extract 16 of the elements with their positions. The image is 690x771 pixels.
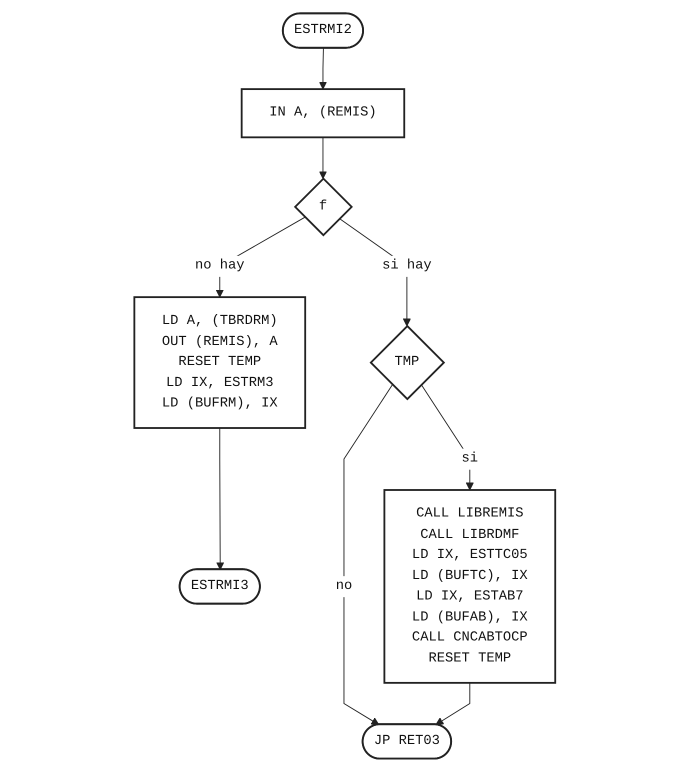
edge-label: no hay [195, 257, 245, 273]
node-box [384, 488, 556, 684]
node-diamond [294, 176, 354, 236]
node-box [134, 296, 306, 428]
arrow [319, 136, 328, 179]
arrow [344, 384, 394, 725]
node-box [240, 88, 406, 138]
edge-label: si [462, 450, 478, 466]
arrow [319, 47, 328, 89]
edge-label: no [336, 577, 352, 594]
arrow [436, 682, 470, 725]
arrow [421, 384, 474, 490]
node-diamond [370, 324, 446, 400]
flowchart: ESTRMI2 IN A, (REMIS) f no hay si hay LD A, (TBRDRM) OUT (REMIS), A RESET TEMP LD IX, ESTRM3 LD (BUFRM), IX TMP si ESTRMI3 no CALL LIBREMIS CALL LIBRDMF LD IX, ESTTC05 LD (BUFTC), IX LD IX, ESTAB7 LD (BUFAB), IX CALL CNCABTOCP RESET TEMP JP RET03 [127, 6, 563, 766]
edge-label: si hay [382, 257, 432, 273]
arrow [216, 427, 224, 570]
